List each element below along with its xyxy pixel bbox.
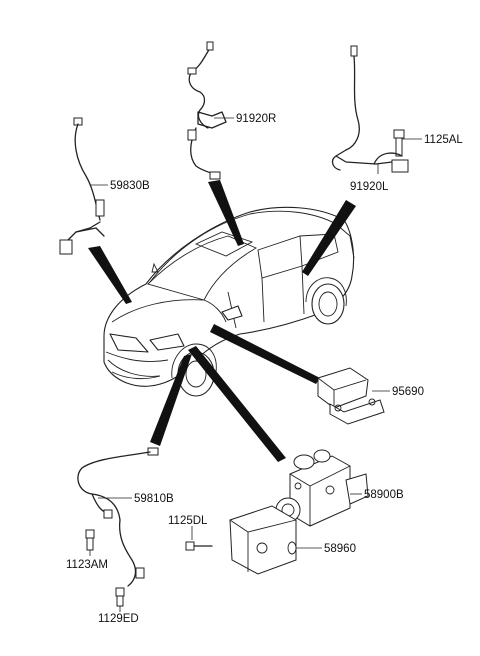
part-59810B-sensor bbox=[77, 447, 159, 587]
label-91920R: 91920R bbox=[236, 113, 276, 125]
part-1125DL-bolt bbox=[185, 541, 213, 551]
part-58900B-abs-unit bbox=[275, 449, 369, 527]
label-1123AM: 1123AM bbox=[66, 559, 108, 571]
part-91920R-harness bbox=[187, 41, 227, 180]
leader-lines bbox=[89, 117, 422, 612]
part-58960-bracket bbox=[229, 505, 297, 575]
label-59810B: 59810B bbox=[134, 493, 174, 505]
part-1129ED-bolt bbox=[115, 587, 125, 607]
label-1129ED: 1129ED bbox=[98, 613, 139, 625]
part-1125AL-bolt bbox=[393, 129, 405, 157]
part-1123AM-bolt bbox=[85, 529, 95, 551]
label-1125DL: 1125DL bbox=[168, 515, 208, 527]
label-91920L: 91920L bbox=[350, 181, 389, 193]
part-95690-module bbox=[317, 367, 385, 425]
label-59830B: 59830B bbox=[110, 180, 150, 192]
part-labels: 91920R 1125AL 91920L 59830B 95690 58900B… bbox=[66, 113, 463, 625]
pointer-wedges bbox=[88, 180, 356, 462]
part-59830B-sensor bbox=[59, 117, 105, 255]
label-58900B: 58900B bbox=[364, 489, 404, 501]
label-95690: 95690 bbox=[392, 386, 424, 398]
label-58960: 58960 bbox=[324, 543, 356, 555]
part-91920L-harness bbox=[331, 45, 409, 173]
vehicle-illustration bbox=[103, 206, 355, 397]
label-1125AL: 1125AL bbox=[424, 134, 463, 146]
